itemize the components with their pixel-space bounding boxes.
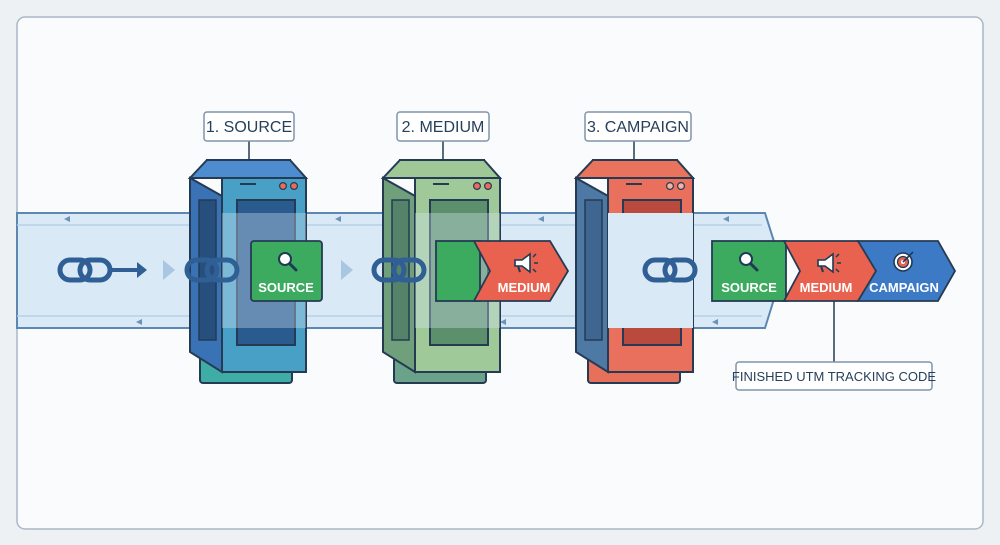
stage-medium: 2. MEDIUM MEDIUM: [374, 111, 570, 384]
output-source-label: SOURCE: [721, 280, 777, 295]
stage-label-campaign: 3. CAMPAIGN: [587, 119, 689, 136]
stage-label-source: 1. SOURCE: [206, 119, 292, 136]
chip-medium-label: MEDIUM: [498, 280, 551, 295]
stage-label-medium: 2. MEDIUM: [402, 119, 485, 136]
output-segment-source: [711, 240, 787, 302]
chip-source-label: SOURCE: [258, 280, 314, 295]
chip-source: [250, 240, 323, 302]
output-medium-label: MEDIUM: [800, 280, 853, 295]
stage-campaign: 3. CAMPAIGN: [573, 111, 695, 384]
finished-utm-code: SOURCE MEDIUM CAMPAIGN FINISHED UTM TRAC…: [711, 240, 957, 391]
output-campaign-label: CAMPAIGN: [869, 280, 939, 295]
input-link-icon: [60, 260, 147, 280]
chip-carried-source: [435, 240, 481, 302]
output-segment-medium: [782, 240, 878, 302]
target-icon: [893, 251, 914, 272]
chip-medium: [472, 240, 570, 302]
stage-source: 1. SOURCE SOURCE: [187, 111, 323, 384]
finished-utm-label: FINISHED UTM TRACKING CODE: [732, 369, 936, 384]
